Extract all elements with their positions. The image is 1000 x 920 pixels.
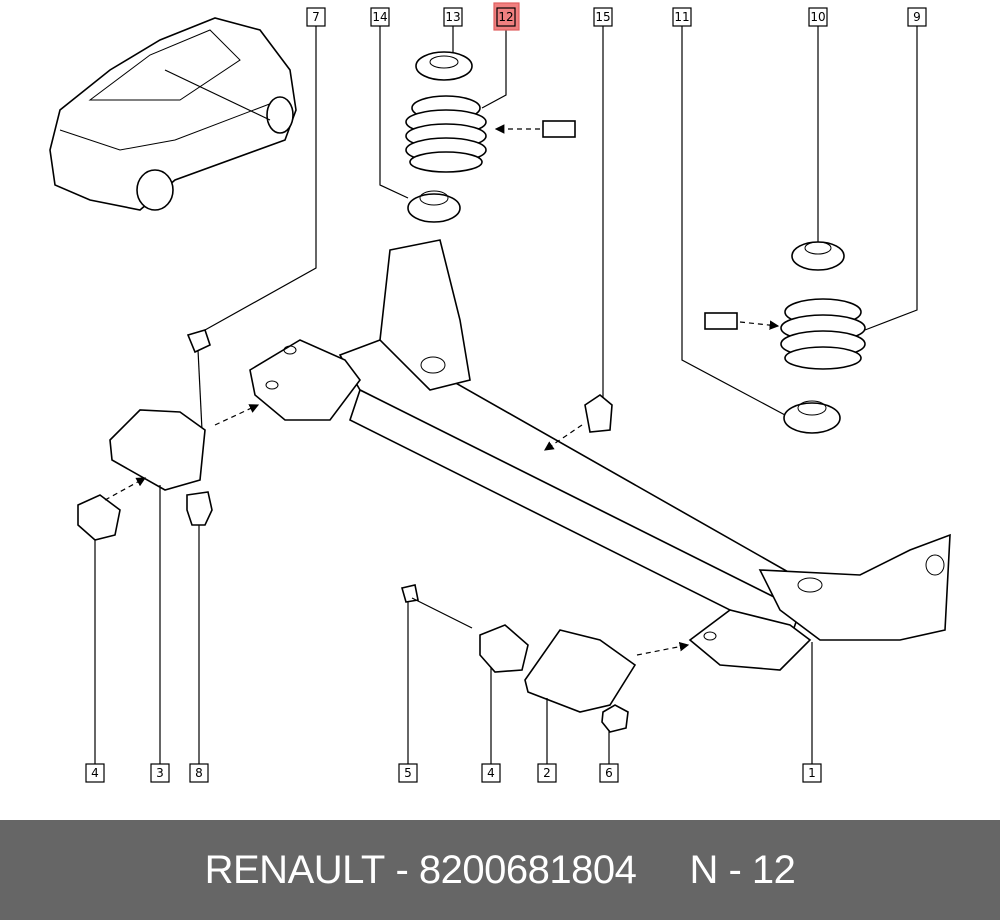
spacer (636, 848, 689, 893)
svg-text:8: 8 (195, 766, 203, 780)
callout-6[interactable]: 6 (599, 730, 619, 783)
bolt-7 (186, 329, 211, 431)
callout-9[interactable]: 9 (864, 7, 927, 331)
callout-15[interactable]: 15 (593, 7, 613, 398)
callout-4-right[interactable]: 4 (481, 668, 501, 783)
bush-4-right (479, 624, 529, 673)
callout-8[interactable]: 8 (189, 525, 209, 783)
part-info-footer: RENAULT - 8200681804 N - 12 (0, 820, 1000, 920)
car-illustration (49, 17, 297, 211)
svg-text:12: 12 (498, 10, 513, 24)
bracket-2 (524, 629, 637, 713)
callout-2[interactable]: 2 (537, 698, 557, 783)
callout-11[interactable]: 11 (672, 7, 786, 416)
callout-3[interactable]: 3 (150, 485, 170, 783)
lower-seat-11 (783, 400, 841, 434)
svg-text:4: 4 (487, 766, 495, 780)
bush-4-left (77, 494, 121, 541)
svg-text:1: 1 (808, 766, 816, 780)
bush-8 (186, 491, 213, 526)
bump-stop-15 (584, 394, 613, 433)
svg-text:10: 10 (810, 10, 825, 24)
svg-text:5: 5 (404, 766, 412, 780)
spring-9 (780, 298, 866, 370)
callout-13[interactable]: 13 (443, 7, 463, 52)
ref-prefix: N (689, 847, 718, 892)
callout-4-left[interactable]: 4 (85, 540, 105, 783)
callout-10[interactable]: 10 (808, 7, 828, 242)
svg-text:14: 14 (372, 10, 387, 24)
callout-12[interactable]: 12 (481, 2, 520, 109)
separator: - (717, 847, 752, 892)
brand-name: RENAULT (204, 847, 386, 892)
svg-text:15: 15 (595, 10, 610, 24)
separator: - (384, 847, 419, 892)
callout-14[interactable]: 14 (370, 7, 409, 199)
nut-6 (601, 704, 629, 733)
parts-diagram: 7 14 13 12 15 11 10 9 4 3 8 5 4 2 6 1 (49, 2, 951, 783)
svg-text:6: 6 (605, 766, 613, 780)
ref-number: 12 (751, 847, 796, 892)
svg-text:4: 4 (91, 766, 99, 780)
bolt-5 (400, 584, 473, 629)
part-number: 8200681804 (418, 847, 637, 892)
upper-cup-10 (791, 241, 845, 271)
rear-axle-beam (249, 239, 951, 671)
callout-5[interactable]: 5 (398, 602, 418, 783)
callout-1[interactable]: 1 (802, 642, 822, 783)
lower-seat-14 (407, 190, 461, 223)
upper-cup-13 (415, 51, 473, 81)
svg-text:7: 7 (312, 10, 320, 24)
svg-text:3: 3 (156, 766, 164, 780)
svg-text:13: 13 (445, 10, 460, 24)
svg-text:11: 11 (674, 10, 689, 24)
svg-text:2: 2 (543, 766, 551, 780)
svg-text:9: 9 (913, 10, 921, 24)
shim-label (542, 120, 576, 138)
bracket-3 (109, 409, 206, 491)
shim-label (704, 312, 738, 330)
callout-7[interactable]: 7 (204, 7, 326, 331)
spring-12 (405, 95, 487, 173)
